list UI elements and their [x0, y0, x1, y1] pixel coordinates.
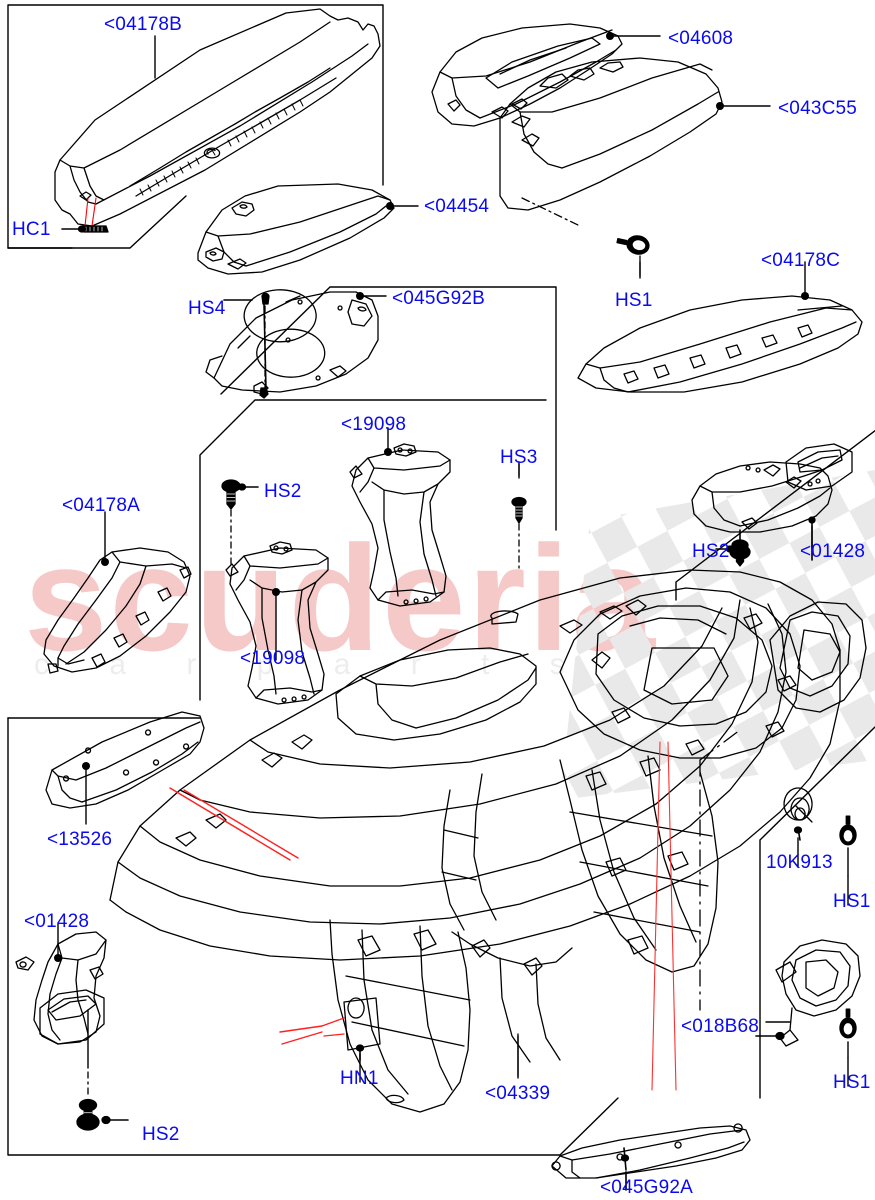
fastener-label-HS2-vent-left: HS2: [142, 1124, 180, 1145]
part-label-19098-lower: <19098: [240, 648, 306, 669]
part-01428-left: [15, 931, 107, 1045]
part-label-045G92B: <045G92B: [392, 288, 485, 309]
fastener-label-HS2-duct: HS2: [264, 481, 302, 502]
part-label-04339: <04339: [485, 1083, 551, 1104]
part-label-13526: <13526: [47, 829, 113, 850]
watermark-checkered-flag: [560, 470, 875, 800]
fastener-HS4: [223, 292, 270, 399]
part-19098-upper: [349, 443, 451, 607]
part-label-04608: <04608: [668, 28, 734, 49]
part-043C55: [499, 57, 723, 211]
fastener-label-HS4: HS4: [188, 298, 226, 319]
part-label-018B68: <018B68: [681, 1016, 760, 1037]
part-label-043C55: <043C55: [778, 98, 858, 119]
fastener-label-HS2-vent-right: HS2: [692, 541, 730, 562]
part-label-19098-upper: <19098: [341, 414, 407, 435]
fastener-HS2-left: [76, 1009, 129, 1131]
part-018B68: [755, 939, 861, 1047]
part-label-045G92A: <045G92A: [600, 1177, 693, 1198]
fastener-HS2-duct: [221, 479, 259, 569]
part-label-04178B: <04178B: [104, 14, 183, 35]
part-04178A: [43, 547, 192, 674]
part-04178C: [577, 295, 863, 393]
fastener-label-HS1-top: HS1: [615, 290, 653, 311]
fastener-HC1: [61, 197, 109, 233]
part-label-04178A: <04178A: [62, 495, 141, 516]
part-label-01428-right: <01428: [800, 541, 866, 562]
part-04178B: [54, 8, 381, 227]
fastener-HS1-018B68: [839, 1008, 857, 1059]
part-10K913: [783, 787, 813, 841]
fastener-HS1-10K913: [839, 815, 857, 877]
leader-lines: [54, 32, 849, 1191]
fastener-label-HN1: HN1: [340, 1068, 379, 1089]
fastener-label-HS1-10K913: HS1: [833, 891, 871, 912]
fastener-label-HC1: HC1: [12, 219, 51, 240]
part-19098-lower: [225, 541, 329, 705]
part-label-01428-left: <01428: [24, 911, 90, 932]
part-04608: [431, 23, 623, 127]
part-label-04454: <04454: [424, 196, 490, 217]
fastener-HS1-top: [521, 197, 652, 277]
part-04454: [197, 183, 395, 275]
part-045G92B: [205, 289, 379, 395]
fastener-label-HS1-018B68: HS1: [833, 1072, 871, 1093]
fastener-label-HS3: HS3: [500, 447, 538, 468]
part-label-04178C: <04178C: [761, 250, 841, 271]
fastener-HS3: [511, 463, 527, 571]
part-01428-right: [691, 443, 853, 533]
part-label-10K913: 10K913: [766, 852, 833, 873]
part-13526: [45, 711, 205, 809]
part-04339: [109, 569, 867, 1113]
